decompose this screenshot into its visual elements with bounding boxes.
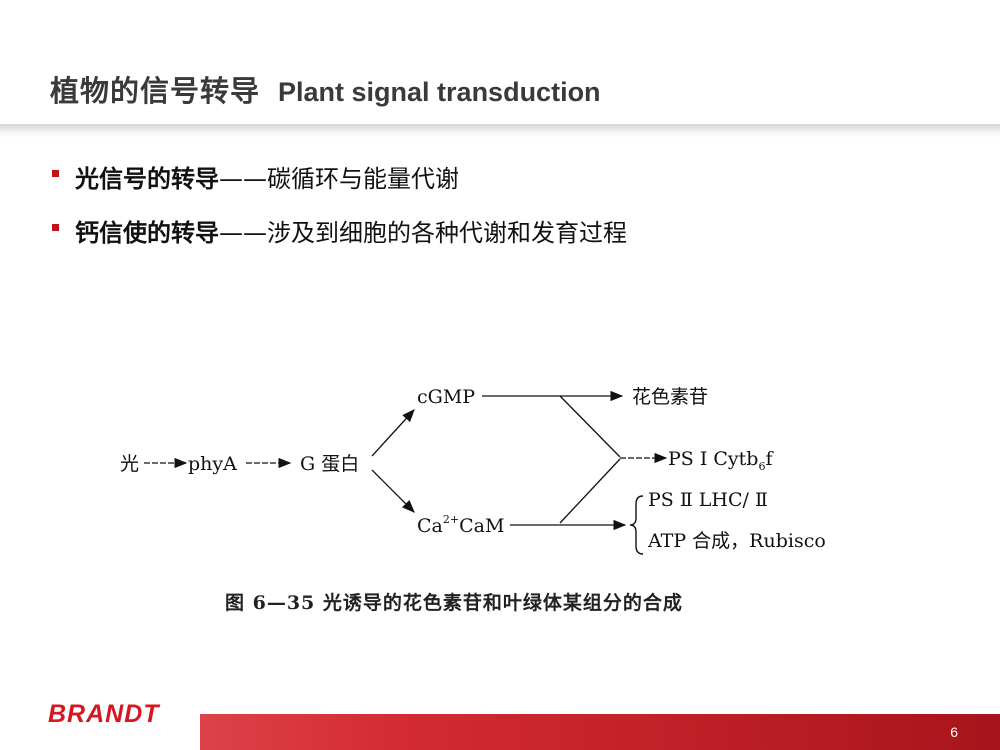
- title-divider: [0, 124, 1000, 138]
- node-anthocyanin: 花色素苷: [632, 386, 708, 408]
- bullet-square-icon: [52, 223, 59, 231]
- node-gprotein: G 蛋白: [300, 453, 359, 475]
- signal-pathway-diagram: 光 phyA G 蛋白 cGMP 花色素苷 Ca2+CaM PS Ⅰ Cytb6…: [120, 386, 826, 555]
- node-light: 光: [120, 453, 139, 475]
- bullet-bold-text: 钙信使的转导: [75, 218, 219, 247]
- title-chinese: 植物的信号转导: [50, 74, 261, 108]
- brandt-logo: BRANDT: [48, 700, 160, 728]
- bullet-list: 光信号的转导 ——碳循环与能量代谢 钙信使的转导 ——涉及到细胞的各种代谢和发育…: [52, 152, 952, 260]
- cross-line-top: [559, 395, 621, 458]
- node-ps1-cytb6f: PS Ⅰ Cytb6f: [668, 448, 774, 473]
- cross-line-bottom: [559, 458, 621, 524]
- page-number: 6: [950, 724, 958, 740]
- logo-background: [0, 700, 200, 750]
- bullet-text: ——碳循环与能量代谢: [219, 164, 459, 193]
- slide-title: 植物的信号转导 Plant signal transduction: [50, 68, 601, 118]
- brace-icon: [629, 495, 644, 555]
- node-calcium-cam: Ca2+CaM: [417, 513, 504, 537]
- bullet-text: ——涉及到细胞的各种代谢和发育过程: [219, 218, 627, 247]
- node-cgmp: cGMP: [417, 386, 475, 408]
- node-atp-rubisco: ATP 合成，Rubisco: [647, 530, 826, 552]
- arrow-gprotein-ca: [371, 469, 415, 513]
- bullet-item-light-signal: 光信号的转导 ——碳循环与能量代谢: [52, 152, 952, 200]
- bullet-item-calcium-signal: 钙信使的转导 ——涉及到细胞的各种代谢和发育过程: [52, 206, 952, 254]
- node-ps2-lhc: PS Ⅱ LHC/ Ⅱ: [648, 489, 768, 511]
- bullet-bold-text: 光信号的转导: [75, 164, 219, 193]
- figure-caption: 图 6—35 光诱导的花色素苷和叶绿体某组分的合成: [225, 592, 683, 614]
- node-phya: phyA: [188, 453, 237, 475]
- title-english: Plant signal transduction: [278, 77, 601, 107]
- bullet-square-icon: [52, 169, 59, 177]
- arrow-gprotein-cgmp: [371, 409, 415, 457]
